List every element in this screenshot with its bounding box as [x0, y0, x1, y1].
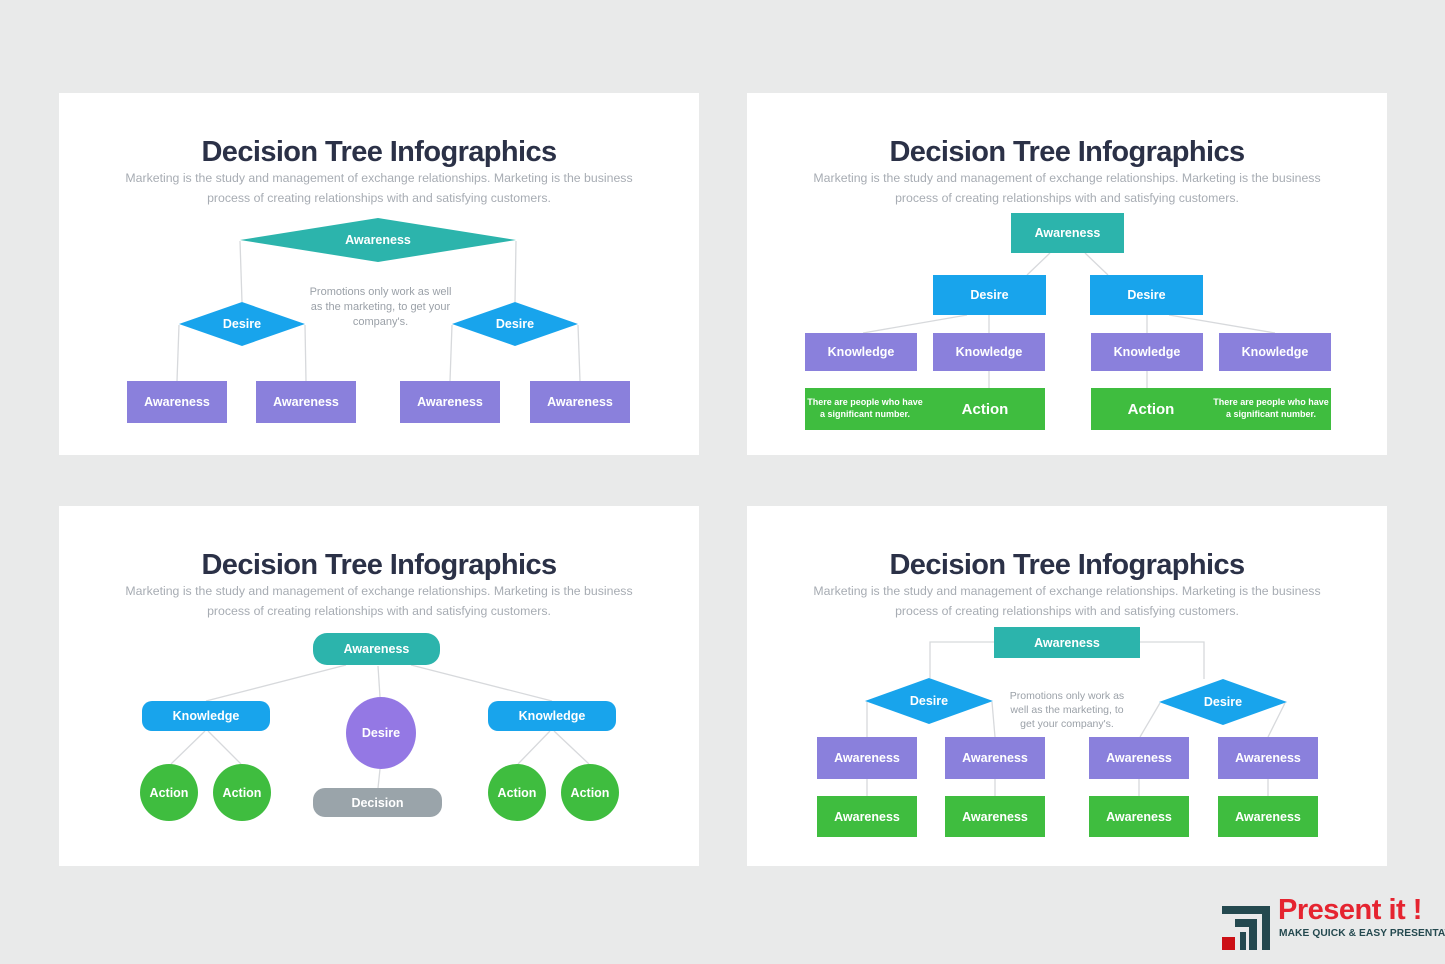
- node-awareness-rect: Awareness: [945, 737, 1045, 779]
- node-label: Awareness: [1034, 226, 1101, 240]
- node-knowledge-rect: Knowledge: [1219, 333, 1331, 371]
- node-label: Desire: [909, 694, 949, 708]
- node-desire-rect: Desire: [933, 275, 1046, 315]
- node-label: Awareness: [144, 395, 210, 409]
- node-label: Desire: [1127, 288, 1166, 302]
- page-title: Decision Tree Infographics: [201, 136, 557, 169]
- node-desire-diamond: Desire: [865, 678, 993, 724]
- node-label: Awareness: [834, 751, 900, 765]
- panel-subtitle: Marketing is the study and management of…: [125, 584, 633, 618]
- panel-subtitle: Marketing is the study and management of…: [813, 171, 1321, 205]
- node-awareness-rect: Awareness: [817, 737, 917, 779]
- node-awareness-rect: Awareness: [256, 381, 356, 423]
- node-knowledge-rect: Knowledge: [933, 333, 1045, 371]
- node-label: Decision: [351, 795, 404, 810]
- node-awareness-rect: Awareness: [994, 627, 1140, 658]
- node-awareness-rect: Awareness: [530, 381, 630, 423]
- node-action-circle: Action: [561, 764, 619, 821]
- node-action-circle: Action: [488, 764, 546, 821]
- page-title: Decision Tree Infographics: [889, 549, 1245, 582]
- note-text: Promotions only work as well as the mark…: [1009, 690, 1125, 731]
- node-label: Knowledge: [827, 345, 895, 359]
- action-bar-label: Action: [1127, 400, 1175, 418]
- node-label: Awareness: [962, 751, 1028, 765]
- node-desire-circle: Desire: [346, 697, 416, 769]
- node-desire-diamond: Desire: [179, 302, 305, 346]
- page-title: Decision Tree Infographics: [201, 549, 557, 582]
- node-label: Action: [149, 785, 189, 800]
- node-label: Awareness: [1106, 751, 1172, 765]
- node-awareness-rect: Awareness: [1218, 737, 1318, 779]
- node-desire-diamond: Desire: [1159, 679, 1287, 725]
- node-decision-rounded: Decision: [313, 788, 442, 817]
- presentation-bars-icon: [1222, 906, 1270, 950]
- panel-subtitle: Marketing is the study and management of…: [813, 584, 1321, 618]
- node-label: Desire: [970, 288, 1009, 302]
- node-knowledge-rounded: Knowledge: [488, 701, 616, 731]
- panel-subtitle: Marketing is the study and management of…: [125, 171, 633, 205]
- brand-name: Present it !: [1278, 894, 1422, 926]
- node-knowledge-rect: Knowledge: [1091, 333, 1203, 371]
- brand-tagline: MAKE QUICK & EASY PRESENTATIONS: [1279, 928, 1445, 939]
- node-label: Action: [570, 785, 610, 800]
- node-label: Awareness: [1106, 809, 1172, 824]
- node-label: Awareness: [834, 809, 900, 824]
- node-desire-rect: Desire: [1090, 275, 1203, 315]
- node-awareness-rect: Awareness: [1089, 737, 1189, 779]
- panel-bottom-left: Decision Tree Infographics Marketing is …: [59, 506, 699, 866]
- node-label: Action: [497, 785, 537, 800]
- node-label: Awareness: [273, 395, 339, 409]
- node-label: Knowledge: [1113, 345, 1181, 359]
- node-awareness-diamond: Awareness: [240, 218, 516, 262]
- node-awareness-rect-green: Awareness: [817, 796, 917, 837]
- node-label: Awareness: [345, 233, 411, 247]
- page-title: Decision Tree Infographics: [889, 136, 1245, 169]
- node-label: Awareness: [962, 809, 1028, 824]
- node-knowledge-rounded: Knowledge: [142, 701, 270, 731]
- node-awareness-rect: Awareness: [127, 381, 227, 423]
- node-action-circle: Action: [140, 764, 198, 821]
- node-awareness-rect: Awareness: [400, 381, 500, 423]
- node-label: Desire: [1203, 695, 1243, 709]
- action-bar-note: There are people who have a significant …: [1213, 397, 1329, 419]
- node-awareness-rect-green: Awareness: [1218, 796, 1318, 837]
- node-awareness-rect-green: Awareness: [945, 796, 1045, 837]
- panel-bottom-right: Decision Tree Infographics Marketing is …: [747, 506, 1387, 866]
- node-label: Desire: [495, 317, 535, 331]
- logo: Present it ! MAKE QUICK & EASY PRESENTAT…: [1222, 894, 1445, 954]
- node-label: Desire: [361, 726, 401, 740]
- node-desire-diamond: Desire: [452, 302, 578, 346]
- node-awareness-rounded: Awareness: [313, 633, 440, 665]
- node-awareness-rect: Awareness: [1011, 213, 1124, 253]
- node-label: Knowledge: [518, 709, 586, 723]
- node-label: Awareness: [1235, 751, 1301, 765]
- node-label: Desire: [222, 317, 262, 331]
- node-label: Awareness: [417, 395, 483, 409]
- node-label: Awareness: [1235, 809, 1301, 824]
- action-bar-label: Action: [961, 400, 1009, 418]
- node-label: Knowledge: [172, 709, 240, 723]
- panel-top-left: Decision Tree Infographics Marketing is …: [59, 93, 699, 455]
- node-label: Knowledge: [1241, 345, 1309, 359]
- node-label: Knowledge: [955, 345, 1023, 359]
- node-label: Action: [222, 785, 262, 800]
- note-text: Promotions only work as well as the mark…: [309, 286, 452, 328]
- node-knowledge-rect: Knowledge: [805, 333, 917, 371]
- node-label: Awareness: [1034, 635, 1100, 650]
- node-action-bar: There are people who have a significant …: [805, 388, 1045, 430]
- panel-top-right: Decision Tree Infographics Marketing is …: [747, 93, 1387, 455]
- node-label: Awareness: [343, 642, 410, 656]
- node-label: Awareness: [547, 395, 613, 409]
- node-action-bar: Action There are people who have a signi…: [1091, 388, 1331, 430]
- action-bar-note: There are people who have a significant …: [807, 397, 923, 419]
- node-action-circle: Action: [213, 764, 271, 821]
- node-awareness-rect-green: Awareness: [1089, 796, 1189, 837]
